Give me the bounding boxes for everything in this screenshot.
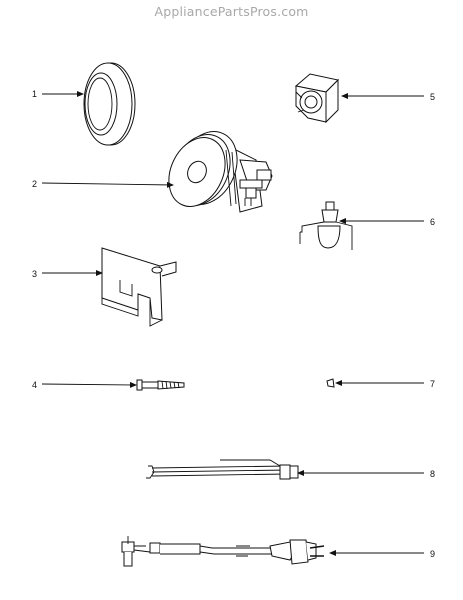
callout-1: 1: [32, 89, 37, 99]
part-4-screw[interactable]: [136, 379, 185, 391]
part-1-ring[interactable]: [83, 62, 136, 146]
callout-3: 3: [32, 269, 37, 279]
watermark: AppliancePartsPros.com: [154, 4, 309, 19]
part-6-brush-holder[interactable]: [299, 201, 353, 250]
callout-9: 9: [430, 549, 435, 559]
callout-7: 7: [430, 379, 435, 389]
part-5-bumper[interactable]: [294, 73, 340, 124]
callout-6: 6: [430, 217, 435, 227]
callout-2: 2: [32, 179, 37, 189]
part-2-motor[interactable]: [158, 122, 273, 216]
callout-8: 8: [430, 469, 435, 479]
leader-lines: [41, 91, 424, 556]
callout-5: 5: [430, 92, 435, 102]
callout-4: 4: [32, 380, 37, 390]
part-8-wire-harness[interactable]: [146, 459, 299, 480]
part-9-power-cord[interactable]: [121, 536, 325, 567]
part-3-bracket[interactable]: [101, 247, 177, 327]
part-7-cap[interactable]: [326, 378, 335, 388]
